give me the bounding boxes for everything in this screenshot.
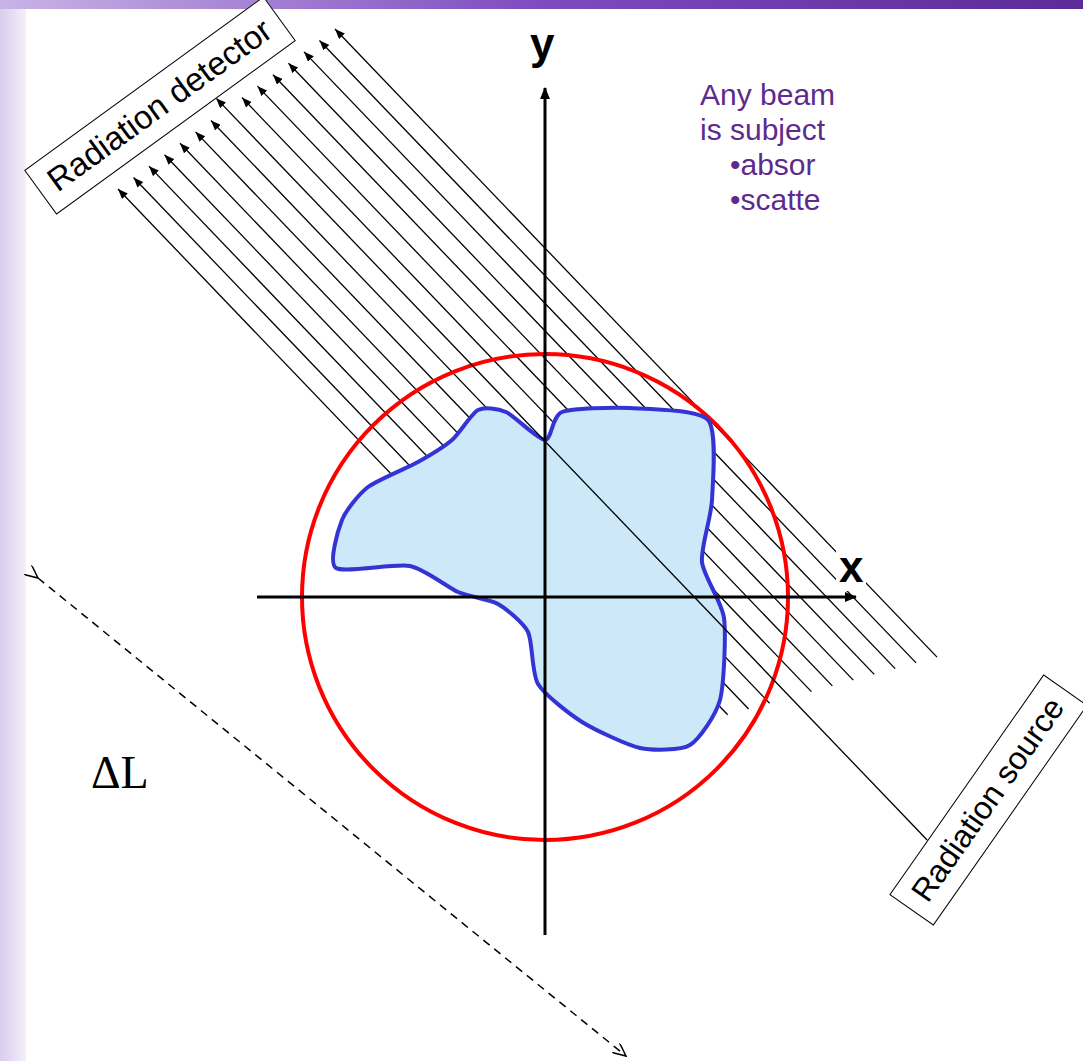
object-outline bbox=[333, 408, 725, 750]
axis-label: y bbox=[527, 20, 557, 68]
dimension-line bbox=[38, 578, 626, 1056]
axis-label: x bbox=[836, 543, 866, 591]
side-band bbox=[0, 0, 26, 1061]
x-axis bbox=[257, 596, 856, 599]
bullet-text: •scatte bbox=[730, 183, 821, 216]
dimension-label: ΔL bbox=[88, 748, 152, 799]
box-label: Radiation detector bbox=[41, 12, 279, 199]
box-label: Radiation source bbox=[905, 692, 1072, 909]
bullet-text: •absor bbox=[730, 148, 816, 181]
note-text: Any beam bbox=[700, 78, 835, 111]
note-text: is subject bbox=[700, 113, 825, 146]
detector-box: Radiation detector bbox=[24, 0, 296, 214]
y-axis bbox=[544, 88, 547, 935]
top-band bbox=[0, 0, 1083, 9]
source-box: Radiation source bbox=[889, 674, 1083, 925]
beam-ray bbox=[216, 98, 927, 840]
